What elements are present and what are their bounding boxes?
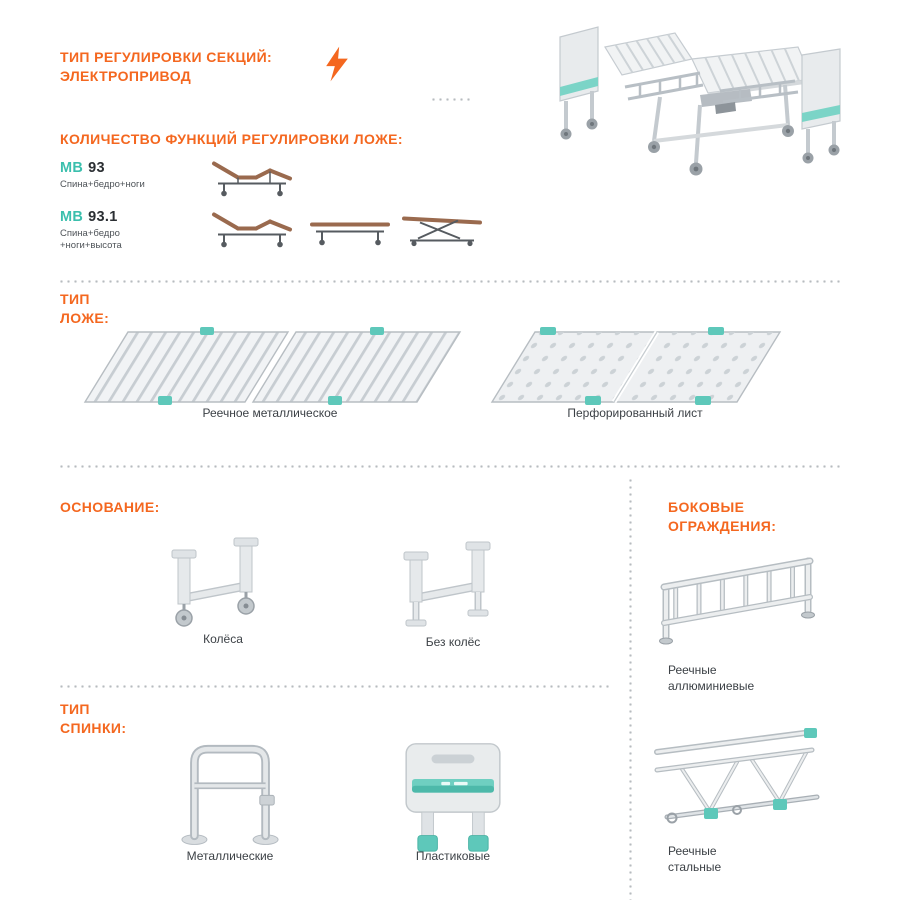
backrest-plastic-illustration — [393, 736, 513, 858]
dots-decor — [430, 98, 470, 101]
rail-aluminum-label: Реечные аллюминиевые — [668, 663, 755, 693]
rail-steel-label: Реечные стальные — [668, 844, 722, 874]
osnovanie-title: ОСНОВАНИЕ: — [60, 499, 160, 515]
separator-2 — [58, 465, 843, 468]
profile-icon-height — [392, 203, 492, 251]
profile-icon-flat — [300, 203, 400, 251]
functions-title: КОЛИЧЕСТВО ФУНКЦИЙ РЕГУЛИРОВКИ ЛОЖЕ: — [60, 131, 403, 147]
model-number: 93 — [88, 160, 105, 176]
base-wheels-illustration — [148, 528, 298, 633]
main-bed-illustration — [550, 5, 855, 190]
model-prefix: МВ — [60, 209, 84, 225]
slatted-deck-illustration — [70, 326, 470, 411]
bed-side-rails — [624, 71, 799, 104]
side-rails-title: БОКОВЫЕ ОГРАЖДЕНИЯ: — [668, 499, 777, 534]
separator-3 — [58, 685, 610, 688]
profile-icon-articulated — [202, 152, 302, 200]
rail-aluminum-illustration — [652, 545, 822, 660]
base-wheels-label: Колёса — [203, 632, 243, 646]
perforated-deck-label: Перфорированный лист — [567, 406, 703, 420]
model-desc-93: Спина+бедро+ноги — [60, 179, 145, 190]
spinki-title: ТИП СПИНКИ: — [60, 701, 127, 736]
perforated-deck-illustration — [480, 326, 790, 411]
model-number: 93.1 — [88, 209, 118, 225]
model-desc-931: Спина+бедро +ноги+высота — [60, 228, 122, 251]
base-no-wheels-illustration — [378, 538, 528, 633]
lightning-bolt-icon — [324, 46, 350, 82]
lozhe-title: ТИП ЛОЖЕ: — [60, 291, 110, 326]
separator-vertical — [629, 477, 632, 900]
backrest-metal-label: Металлические — [186, 849, 274, 863]
model-prefix: МВ — [60, 160, 84, 176]
bed-frame — [648, 79, 813, 176]
headboard — [559, 26, 599, 140]
backrest-metal-illustration — [165, 730, 295, 855]
regulation-title: ТИП РЕГУЛИРОВКИ СЕКЦИЙ: ЭЛЕКТРОПРИВОД — [60, 48, 272, 86]
footboard — [801, 48, 841, 164]
regulation-title-line2: ЭЛЕКТРОПРИВОД — [60, 68, 192, 84]
profile-icon-articulated-2 — [202, 203, 302, 251]
rail-steel-illustration — [642, 722, 832, 842]
separator-1 — [58, 280, 843, 283]
base-no-wheels-label: Без колёс — [425, 635, 481, 649]
slatted-deck-label: Реечное металлическое — [202, 406, 338, 420]
backrest-plastic-label: Пластиковые — [415, 849, 491, 863]
regulation-title-line1: ТИП РЕГУЛИРОВКИ СЕКЦИЙ: — [60, 49, 273, 65]
